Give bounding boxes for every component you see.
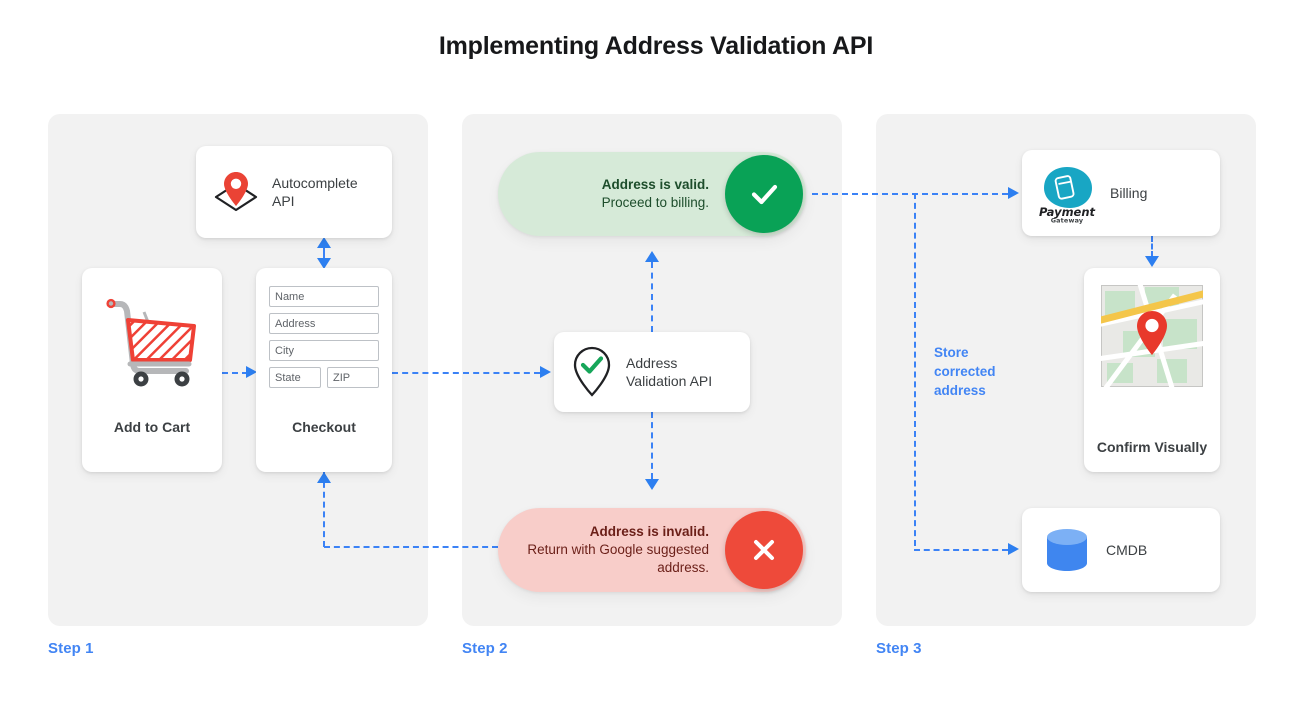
card-address-validation-api[interactable]: Address Validation API — [554, 332, 750, 412]
payment-gateway-logo: Payment Gateway — [1036, 162, 1098, 224]
card-confirm-visually[interactable]: Confirm Visually — [1084, 268, 1220, 472]
connector-store-branch-to-cmdb — [914, 549, 1008, 551]
card-confirm-label: Confirm Visually — [1096, 438, 1208, 455]
card-add-to-cart[interactable]: Add to Cart — [82, 268, 222, 472]
pill-valid-lead: Address is valid. — [601, 177, 709, 193]
connector-cart-to-checkout — [222, 372, 248, 374]
store-corrected-address-note: Store corrected address — [934, 345, 996, 399]
pill-invalid-detail: Return with Google suggested address. — [527, 542, 709, 575]
arrowhead-invalid-to-checkout — [317, 472, 331, 483]
card-checkout-label: Checkout — [292, 418, 356, 435]
checkout-state-zip-row: State ZIP — [269, 367, 379, 388]
connector-valid-to-billing — [812, 193, 1008, 195]
connector-autocomplete-checkout — [323, 248, 325, 260]
pill-valid-detail: Proceed to billing. — [601, 195, 709, 210]
card-add-to-cart-label: Add to Cart — [113, 418, 191, 435]
svg-text:Gateway: Gateway — [1051, 217, 1084, 225]
arrowhead-cart-to-checkout — [246, 366, 257, 378]
connector-invalid-return-up — [323, 472, 325, 547]
step-1-label: Step 1 — [48, 640, 94, 657]
checkout-state-field[interactable]: State — [269, 367, 321, 388]
connector-checkout-to-validation — [392, 372, 540, 374]
pill-address-valid[interactable]: Address is valid. Proceed to billing. — [498, 152, 806, 236]
card-autocomplete-api[interactable]: Autocomplete API — [196, 146, 392, 238]
shopping-cart-icon — [100, 290, 204, 388]
step-2-label: Step 2 — [462, 640, 508, 657]
arrowhead-validation-to-invalid — [645, 479, 659, 490]
connector-validation-to-valid — [651, 262, 653, 332]
pill-invalid-lead: Address is invalid. — [589, 524, 709, 540]
card-cmdb[interactable]: CMDB — [1022, 508, 1220, 592]
checkout-address-field[interactable]: Address — [269, 313, 379, 334]
arrowhead-store-to-cmdb — [1008, 543, 1019, 555]
connector-store-branch-vertical — [914, 193, 916, 546]
checkout-zip-field[interactable]: ZIP — [327, 367, 379, 388]
pill-invalid-text: Address is invalid. Return with Google s… — [498, 523, 725, 576]
card-billing[interactable]: Payment Gateway Billing — [1022, 150, 1220, 236]
connector-invalid-to-checkout — [324, 546, 498, 548]
map-pin-icon — [210, 167, 262, 217]
arrowhead-up-autocomplete — [317, 237, 331, 248]
arrowhead-checkout-to-validation — [540, 366, 551, 378]
card-autocomplete-label: Autocomplete API — [272, 174, 358, 209]
map-thumbnail-icon — [1101, 285, 1203, 387]
pin-check-icon — [568, 344, 616, 400]
database-icon — [1042, 525, 1092, 575]
page-title: Implementing Address Validation API — [438, 32, 874, 60]
connector-validation-to-invalid — [651, 412, 653, 479]
card-billing-label: Billing — [1110, 184, 1148, 201]
card-checkout[interactable]: Name Address City State ZIP Checkout — [256, 268, 392, 472]
pill-address-invalid[interactable]: Address is invalid. Return with Google s… — [498, 508, 806, 592]
arrowhead-validation-to-valid — [645, 251, 659, 262]
checkout-city-field[interactable]: City — [269, 340, 379, 361]
checkout-name-field[interactable]: Name — [269, 286, 379, 307]
arrowhead-down-checkout — [317, 258, 331, 269]
step-3-label: Step 3 — [876, 640, 922, 657]
connector-billing-to-confirm — [1151, 236, 1153, 257]
check-circle-icon — [725, 155, 803, 233]
svg-text:Payment: Payment — [1039, 205, 1096, 219]
card-validation-label: Address Validation API — [626, 354, 713, 389]
card-cmdb-label: CMDB — [1106, 541, 1148, 558]
x-circle-icon — [725, 511, 803, 589]
arrowhead-valid-to-billing — [1008, 187, 1019, 199]
pill-valid-text: Address is valid. Proceed to billing. — [498, 176, 725, 212]
arrowhead-billing-to-confirm — [1145, 256, 1159, 267]
